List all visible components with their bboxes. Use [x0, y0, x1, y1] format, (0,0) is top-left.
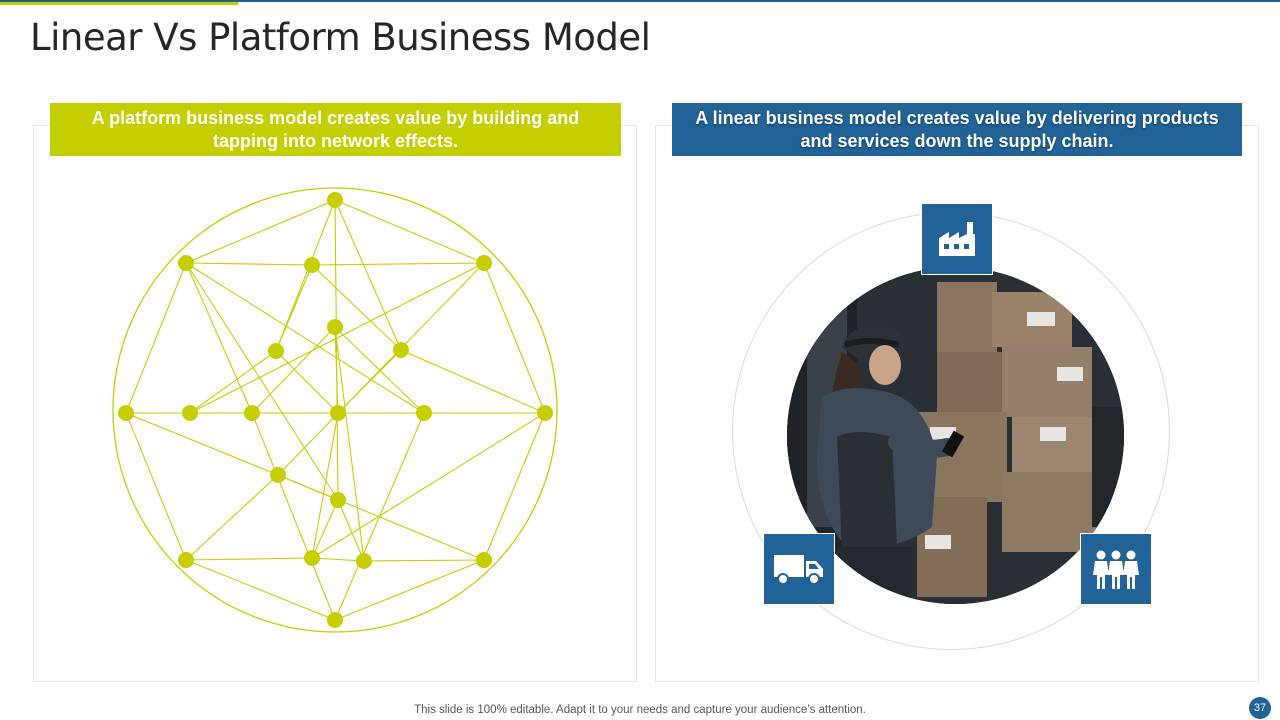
network-link — [251, 412, 336, 621]
network-link — [185, 559, 336, 621]
network-node — [304, 257, 320, 273]
delivery-worker-photo — [787, 267, 1124, 604]
people-icon-box — [1081, 534, 1151, 604]
network-link — [334, 326, 365, 562]
network-node — [330, 405, 346, 421]
network-diagram — [112, 187, 558, 633]
footer-note: This slide is 100% editable. Adapt it to… — [414, 704, 866, 716]
network-link — [311, 412, 339, 559]
network-link — [334, 559, 485, 621]
network-link — [185, 199, 336, 264]
network-link — [311, 264, 402, 351]
people-group-icon — [1093, 550, 1139, 589]
network-link — [185, 557, 313, 561]
network-node — [327, 192, 343, 208]
network-link — [185, 262, 425, 414]
network-link — [311, 499, 339, 559]
page-number-badge: 37 — [1249, 697, 1271, 719]
network-link — [189, 262, 485, 414]
network-link — [277, 474, 485, 561]
network-link — [334, 199, 485, 264]
slide-title: Linear Vs Platform Business Model — [30, 16, 651, 59]
platform-description-banner: A platform business model creates value … — [50, 103, 621, 156]
network-link — [311, 262, 485, 266]
linear-description-banner: A linear business model creates value by… — [672, 103, 1242, 156]
network-link — [400, 349, 546, 414]
network-link — [334, 326, 425, 414]
network-node — [268, 343, 284, 359]
network-node — [118, 405, 134, 421]
network-link — [251, 326, 336, 414]
network-node — [537, 405, 553, 421]
network-node — [304, 550, 320, 566]
network-node — [476, 255, 492, 271]
top-accent-bar — [0, 2, 238, 5]
network-node — [178, 255, 194, 271]
network-link — [334, 326, 339, 414]
network-node — [393, 342, 409, 358]
network-link — [311, 412, 546, 559]
network-link — [483, 412, 546, 561]
network-node — [182, 405, 198, 421]
delivery-truck-icon — [774, 555, 823, 585]
network-link — [189, 350, 277, 414]
network-link — [334, 199, 402, 351]
network-node — [178, 552, 194, 568]
network-link — [363, 559, 485, 562]
network-link — [275, 264, 313, 352]
network-link — [277, 262, 485, 476]
network-link — [337, 499, 365, 562]
network-link — [334, 199, 339, 501]
network-link — [185, 262, 313, 266]
network-link — [275, 199, 336, 352]
network-link — [275, 350, 339, 414]
network-link — [185, 262, 339, 501]
network-link — [125, 412, 279, 476]
network-outer-circle — [112, 187, 558, 633]
network-node — [356, 553, 372, 569]
network-link — [125, 262, 187, 414]
network-link — [185, 474, 279, 561]
factory-icon-box — [922, 204, 992, 274]
network-node — [270, 467, 286, 483]
network-link — [311, 557, 365, 562]
network-node — [330, 492, 346, 508]
network-node — [327, 612, 343, 628]
network-node — [244, 405, 260, 421]
network-link — [185, 262, 253, 414]
network-link — [337, 349, 402, 414]
network-node — [476, 552, 492, 568]
network-link — [125, 412, 187, 561]
network-node — [327, 319, 343, 335]
factory-icon — [939, 222, 975, 256]
network-link — [483, 262, 546, 414]
top-border-line — [0, 0, 1280, 2]
network-node — [416, 405, 432, 421]
truck-icon-box — [764, 534, 834, 604]
